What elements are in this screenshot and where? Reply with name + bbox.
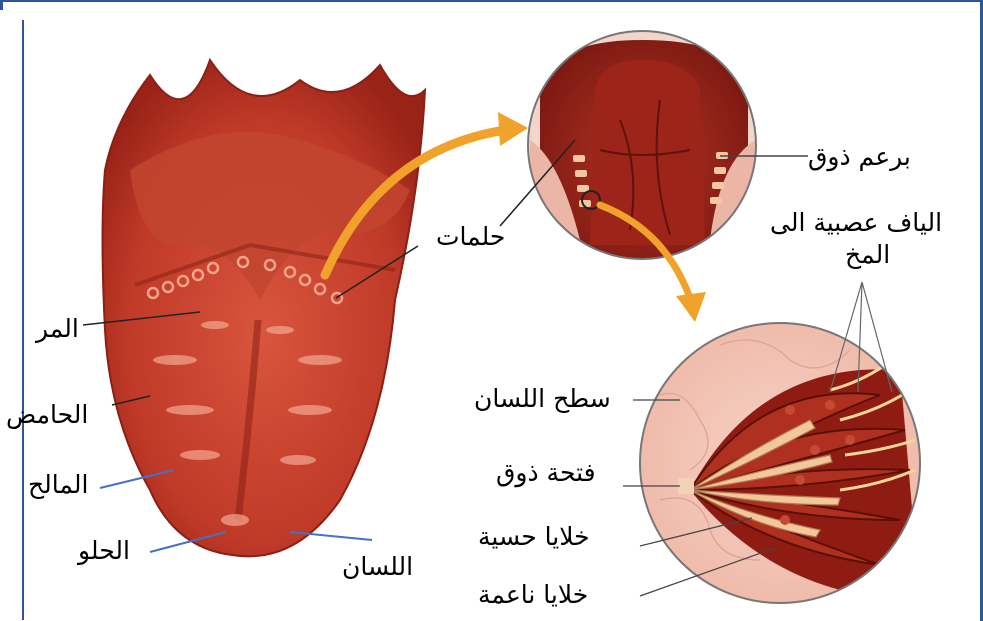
label-supporting-cells: خلايا ناعمة — [478, 582, 588, 607]
tongue-illustration — [103, 60, 426, 556]
label-sweet: الحلو — [78, 538, 130, 563]
label-sensory-cells: خلايا حسية — [478, 524, 590, 549]
taste-bud-detail — [640, 323, 920, 603]
label-salty: المالح — [28, 472, 88, 497]
label-taste-bud: برعم ذوق — [808, 144, 911, 169]
label-bitter: المر — [36, 316, 79, 341]
label-taste-pore: فتحة ذوق — [496, 460, 596, 485]
papilla-cross-section — [528, 31, 756, 270]
label-nerve-fibers-line1: الياف عصبية الى — [770, 210, 942, 235]
label-sour: الحامض — [6, 402, 88, 427]
label-nerve-fibers-line2: المخ — [845, 242, 890, 267]
label-tongue: اللسان — [342, 554, 413, 579]
taste-pore-marker — [678, 478, 694, 494]
label-papillae: حلمات — [436, 224, 505, 249]
label-tongue-surface: سطح اللسان — [474, 386, 611, 411]
